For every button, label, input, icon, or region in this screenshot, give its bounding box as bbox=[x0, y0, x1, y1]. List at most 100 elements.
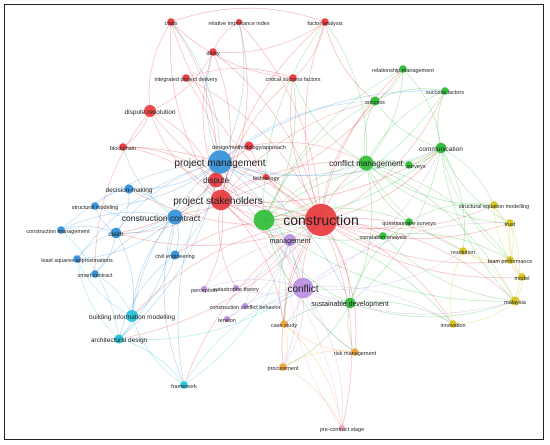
edge-project_management-costs bbox=[170, 21, 221, 163]
node-malaysia[interactable] bbox=[510, 296, 520, 306]
node-decision-making[interactable] bbox=[124, 184, 134, 194]
edge-conflict_management-communication bbox=[365, 147, 442, 165]
edge-success-success_factors bbox=[374, 88, 446, 102]
node-claim[interactable] bbox=[110, 227, 122, 239]
node-project-management[interactable] bbox=[208, 150, 232, 174]
node-green-hub[interactable] bbox=[253, 209, 275, 231]
node-conflict[interactable] bbox=[292, 277, 314, 299]
label-procurement: procurement bbox=[268, 366, 299, 372]
node-architectural-design[interactable] bbox=[114, 334, 124, 344]
node-integrated-project-delivery[interactable] bbox=[182, 74, 190, 82]
edge-dispute-dispute_resolution bbox=[149, 110, 217, 181]
node-sustainable-development[interactable] bbox=[344, 297, 356, 309]
node-critical-success-factors[interactable] bbox=[289, 74, 297, 82]
label-project-management: project management bbox=[174, 158, 265, 169]
node-dispute[interactable] bbox=[208, 172, 224, 188]
edge-sustainable_development-case_study bbox=[283, 302, 351, 325]
edge-conflict_management-factor_analysis bbox=[324, 21, 367, 164]
node-smart-contract[interactable] bbox=[91, 270, 99, 278]
edge-factor_analysis-critical_success_factors bbox=[292, 21, 326, 79]
node-resolution[interactable] bbox=[459, 247, 467, 255]
edge-construction-integrated_project_delivery bbox=[185, 77, 322, 221]
edge-project_management-architectural_design bbox=[118, 161, 221, 340]
label-delay: delay bbox=[206, 51, 219, 57]
node-communication[interactable] bbox=[435, 142, 447, 154]
node-case-study[interactable] bbox=[280, 320, 288, 328]
label-communication: communication bbox=[419, 146, 463, 153]
edge-project_stakeholders-claim bbox=[115, 199, 222, 234]
node-correlation-analysis[interactable] bbox=[379, 232, 387, 240]
node-questionnaire-surveys[interactable] bbox=[405, 218, 413, 226]
edge-trust-model bbox=[509, 222, 523, 278]
node-perception[interactable] bbox=[200, 285, 208, 293]
node-catastrophe-theory[interactable] bbox=[232, 284, 240, 292]
node-least-squares-approximations[interactable] bbox=[73, 255, 81, 263]
edge-costs-factor_analysis bbox=[170, 7, 326, 23]
node-civil-engineering[interactable] bbox=[170, 250, 180, 260]
edge-pre_contract_stage-project_stakeholders bbox=[220, 199, 343, 429]
label-decision-making: decision-making bbox=[106, 187, 153, 194]
edge-construction-model bbox=[320, 219, 523, 279]
node-costs[interactable] bbox=[167, 18, 175, 26]
edge-green_hub-success bbox=[263, 100, 376, 221]
node-structural-equation-modelling[interactable] bbox=[490, 201, 498, 209]
label-surveys: surveys bbox=[407, 164, 426, 170]
node-management[interactable] bbox=[284, 234, 296, 246]
node-relative-importance-index[interactable] bbox=[235, 18, 243, 26]
node-design-methodology-approach[interactable] bbox=[244, 141, 254, 151]
node-building-information-modelling[interactable] bbox=[126, 310, 138, 322]
edge-project_management-least_squares_approximations bbox=[76, 161, 221, 260]
node-dispute-resolution[interactable] bbox=[144, 105, 156, 117]
edge-project_management-building_information_modelling bbox=[131, 161, 221, 317]
node-construction-management[interactable] bbox=[57, 226, 65, 234]
node-pre-contract-stage[interactable] bbox=[338, 424, 346, 432]
node-success[interactable] bbox=[370, 96, 380, 106]
edge-conflict_management-team_performance bbox=[365, 162, 511, 261]
node-construction-contract[interactable] bbox=[167, 209, 183, 225]
label-technology: technology bbox=[253, 176, 280, 182]
label-construction-management: construction management bbox=[26, 229, 90, 235]
node-risk-management[interactable] bbox=[351, 348, 359, 356]
node-innovation[interactable] bbox=[449, 320, 457, 328]
edge-sustainable_development-innovation bbox=[349, 301, 454, 325]
node-technology[interactable] bbox=[262, 173, 270, 181]
label-structural-equation-modelling: structural equation modelling bbox=[459, 204, 529, 210]
node-tension[interactable] bbox=[223, 315, 231, 323]
edge-project_management-success bbox=[219, 100, 376, 163]
node-success-factors[interactable] bbox=[441, 87, 449, 95]
label-sustainable-development: sustainable development bbox=[311, 301, 388, 308]
edge-building_information_modelling-framework bbox=[131, 315, 185, 386]
node-structural-modeling[interactable] bbox=[91, 202, 99, 210]
edge-costs-critical_success_factors bbox=[170, 21, 294, 79]
edge-green_hub-surveys bbox=[263, 164, 410, 221]
node-factor-analysis[interactable] bbox=[321, 18, 329, 26]
edge-construction-architectural_design bbox=[118, 219, 322, 340]
node-procurement[interactable] bbox=[279, 363, 287, 371]
node-construction[interactable] bbox=[304, 203, 338, 237]
edge-project_management-framework bbox=[177, 161, 221, 386]
node-relationship-management[interactable] bbox=[399, 65, 407, 73]
edge-claim-building_information_modelling bbox=[115, 232, 134, 317]
node-conflict-management[interactable] bbox=[358, 155, 374, 171]
label-tension: tension bbox=[218, 318, 236, 324]
label-construction-contract: construction contract bbox=[122, 213, 201, 223]
label-structural-modeling: structural modeling bbox=[72, 205, 118, 211]
node-blockchain[interactable] bbox=[119, 143, 127, 151]
node-surveys[interactable] bbox=[405, 161, 413, 169]
node-delay[interactable] bbox=[209, 48, 217, 56]
label-relationship-management: relationship management bbox=[372, 68, 434, 74]
label-success: success bbox=[365, 100, 385, 106]
node-construction-conflict-behavior[interactable] bbox=[241, 302, 249, 310]
node-layer bbox=[57, 18, 526, 432]
node-project-stakeholders[interactable] bbox=[210, 189, 232, 211]
edge-management-catastrophe_theory bbox=[235, 239, 291, 289]
node-model[interactable] bbox=[518, 273, 526, 281]
node-team-performance[interactable] bbox=[506, 256, 514, 264]
edge-conflict-pre_contract_stage bbox=[302, 287, 343, 429]
edge-trust-malaysia bbox=[509, 222, 521, 302]
node-framework[interactable] bbox=[180, 381, 188, 389]
node-trust[interactable] bbox=[506, 219, 514, 227]
edge-management-tension bbox=[226, 239, 291, 320]
edge-construction_contract-building_information_modelling bbox=[131, 216, 176, 317]
edge-sustainable_development-questionnaire_surveys bbox=[349, 221, 410, 304]
